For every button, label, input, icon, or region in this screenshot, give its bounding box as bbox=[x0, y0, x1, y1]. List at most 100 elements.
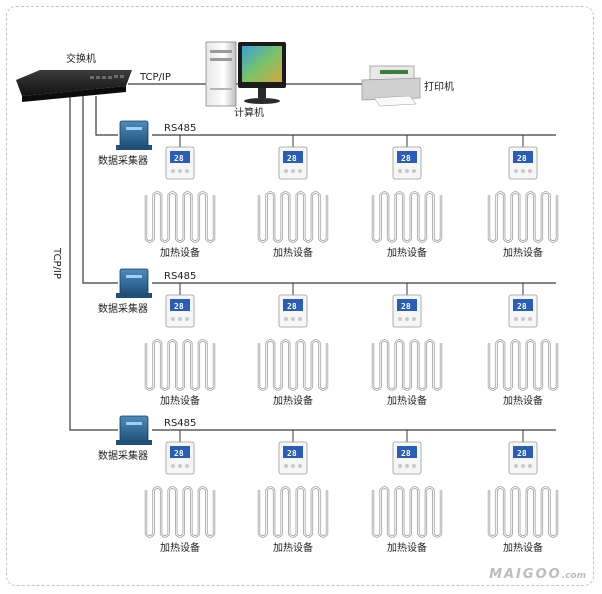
thermostat-reading: 28 bbox=[517, 449, 527, 458]
thermostat-reading: 28 bbox=[287, 154, 297, 163]
collector-body bbox=[119, 120, 149, 148]
heater-label: 加热设备 bbox=[273, 246, 313, 259]
heater-label: 加热设备 bbox=[503, 541, 543, 554]
heating-coil-inner bbox=[488, 192, 558, 242]
rs485-label: RS485 bbox=[164, 271, 196, 282]
collector-rows: 数据采集器RS48528加热设备28加热设备28加热设备28加热设备数据采集器R… bbox=[98, 120, 559, 554]
heating-unit: 28 加热设备 bbox=[257, 283, 329, 407]
heating-coil-inner bbox=[258, 192, 328, 242]
heating-unit: 28 加热设备 bbox=[257, 135, 329, 259]
heater-label: 加热设备 bbox=[387, 246, 427, 259]
thermostat-screen bbox=[513, 151, 533, 163]
heating-coil-icon bbox=[144, 191, 216, 243]
printer-label: 打印机 bbox=[424, 80, 454, 93]
heater-label: 加热设备 bbox=[503, 394, 543, 407]
tcpip-top-label: TCP/IP bbox=[139, 72, 171, 83]
thermostat-button bbox=[171, 317, 175, 321]
switch-label: 交换机 bbox=[66, 52, 96, 65]
heater-label: 加热设备 bbox=[160, 246, 200, 259]
heating-unit: 28 加热设备 bbox=[144, 430, 216, 554]
thermostat-button bbox=[412, 464, 416, 468]
thermostat-reading: 28 bbox=[287, 449, 297, 458]
thermostat-button bbox=[291, 169, 295, 173]
rs485-label: RS485 bbox=[164, 418, 196, 429]
thermostat-screen bbox=[513, 446, 533, 458]
thermostat-button bbox=[398, 317, 402, 321]
thermostat-reading: 28 bbox=[174, 154, 184, 163]
switch-device bbox=[16, 70, 132, 102]
thermostat-reading: 28 bbox=[174, 449, 184, 458]
collector-body bbox=[119, 415, 149, 443]
network-cabling bbox=[69, 83, 370, 431]
thermostat-button bbox=[298, 169, 302, 173]
thermostat-button bbox=[398, 464, 402, 468]
watermark-brand: MAIGOO bbox=[489, 567, 562, 582]
thermostat-button bbox=[284, 317, 288, 321]
heating-coil-icon bbox=[371, 486, 443, 538]
thermostat-button bbox=[405, 317, 409, 321]
thermostat-screen bbox=[170, 299, 190, 311]
heater-label: 加热设备 bbox=[273, 394, 313, 407]
thermostat-button bbox=[398, 169, 402, 173]
heating-coil-icon bbox=[144, 486, 216, 538]
collector-label: 数据采集器 bbox=[98, 302, 148, 315]
thermostat-button bbox=[405, 169, 409, 173]
thermostat-button bbox=[412, 317, 416, 321]
diagram-frame bbox=[6, 6, 594, 586]
thermostat-button bbox=[298, 464, 302, 468]
thermostat-button bbox=[284, 464, 288, 468]
thermostat-button bbox=[178, 169, 182, 173]
thermostat-button bbox=[521, 464, 525, 468]
data-collector-icon bbox=[116, 415, 152, 445]
heating-unit: 28 加热设备 bbox=[371, 283, 443, 407]
watermark-suffix: .com bbox=[561, 571, 586, 581]
tcpip-side-label: TCP/IP bbox=[51, 247, 62, 279]
thermostat-reading: 28 bbox=[401, 302, 411, 311]
heating-coil-icon bbox=[487, 486, 559, 538]
heating-coil-icon bbox=[144, 339, 216, 391]
thermostat-button bbox=[514, 317, 518, 321]
heating-coil-icon bbox=[257, 486, 329, 538]
heating-coil-inner bbox=[145, 487, 215, 537]
printer-icon bbox=[361, 65, 421, 107]
heating-coil-inner bbox=[372, 340, 442, 390]
thermostat-button bbox=[178, 317, 182, 321]
collector-label: 数据采集器 bbox=[98, 154, 148, 167]
thermostat-button bbox=[291, 317, 295, 321]
heater-label: 加热设备 bbox=[387, 394, 427, 407]
thermostat-button bbox=[514, 464, 518, 468]
thermostat-screen bbox=[283, 446, 303, 458]
heating-coil-icon bbox=[257, 191, 329, 243]
heating-coil-inner bbox=[488, 487, 558, 537]
thermostat-button bbox=[528, 464, 532, 468]
rs485-label: RS485 bbox=[164, 123, 196, 134]
heater-label: 加热设备 bbox=[160, 394, 200, 407]
heater-label: 加热设备 bbox=[273, 541, 313, 554]
thermostat-button bbox=[528, 169, 532, 173]
computer-icon bbox=[205, 41, 286, 107]
thermostat-button bbox=[291, 464, 295, 468]
thermostat-reading: 28 bbox=[287, 302, 297, 311]
thermostat-screen bbox=[397, 446, 417, 458]
heater-label: 加热设备 bbox=[387, 541, 427, 554]
heater-label: 加热设备 bbox=[160, 541, 200, 554]
thermostat-button bbox=[528, 317, 532, 321]
collector-label: 数据采集器 bbox=[98, 449, 148, 462]
heating-coil-inner bbox=[145, 192, 215, 242]
collector-base bbox=[116, 293, 152, 298]
heating-coil-inner bbox=[372, 487, 442, 537]
heating-coil-icon bbox=[257, 339, 329, 391]
thermostat-screen bbox=[513, 299, 533, 311]
heating-coil-icon bbox=[371, 339, 443, 391]
thermostat-button bbox=[171, 169, 175, 173]
thermostat-button bbox=[521, 317, 525, 321]
thermostat-reading: 28 bbox=[517, 302, 527, 311]
heating-coil-inner bbox=[258, 340, 328, 390]
